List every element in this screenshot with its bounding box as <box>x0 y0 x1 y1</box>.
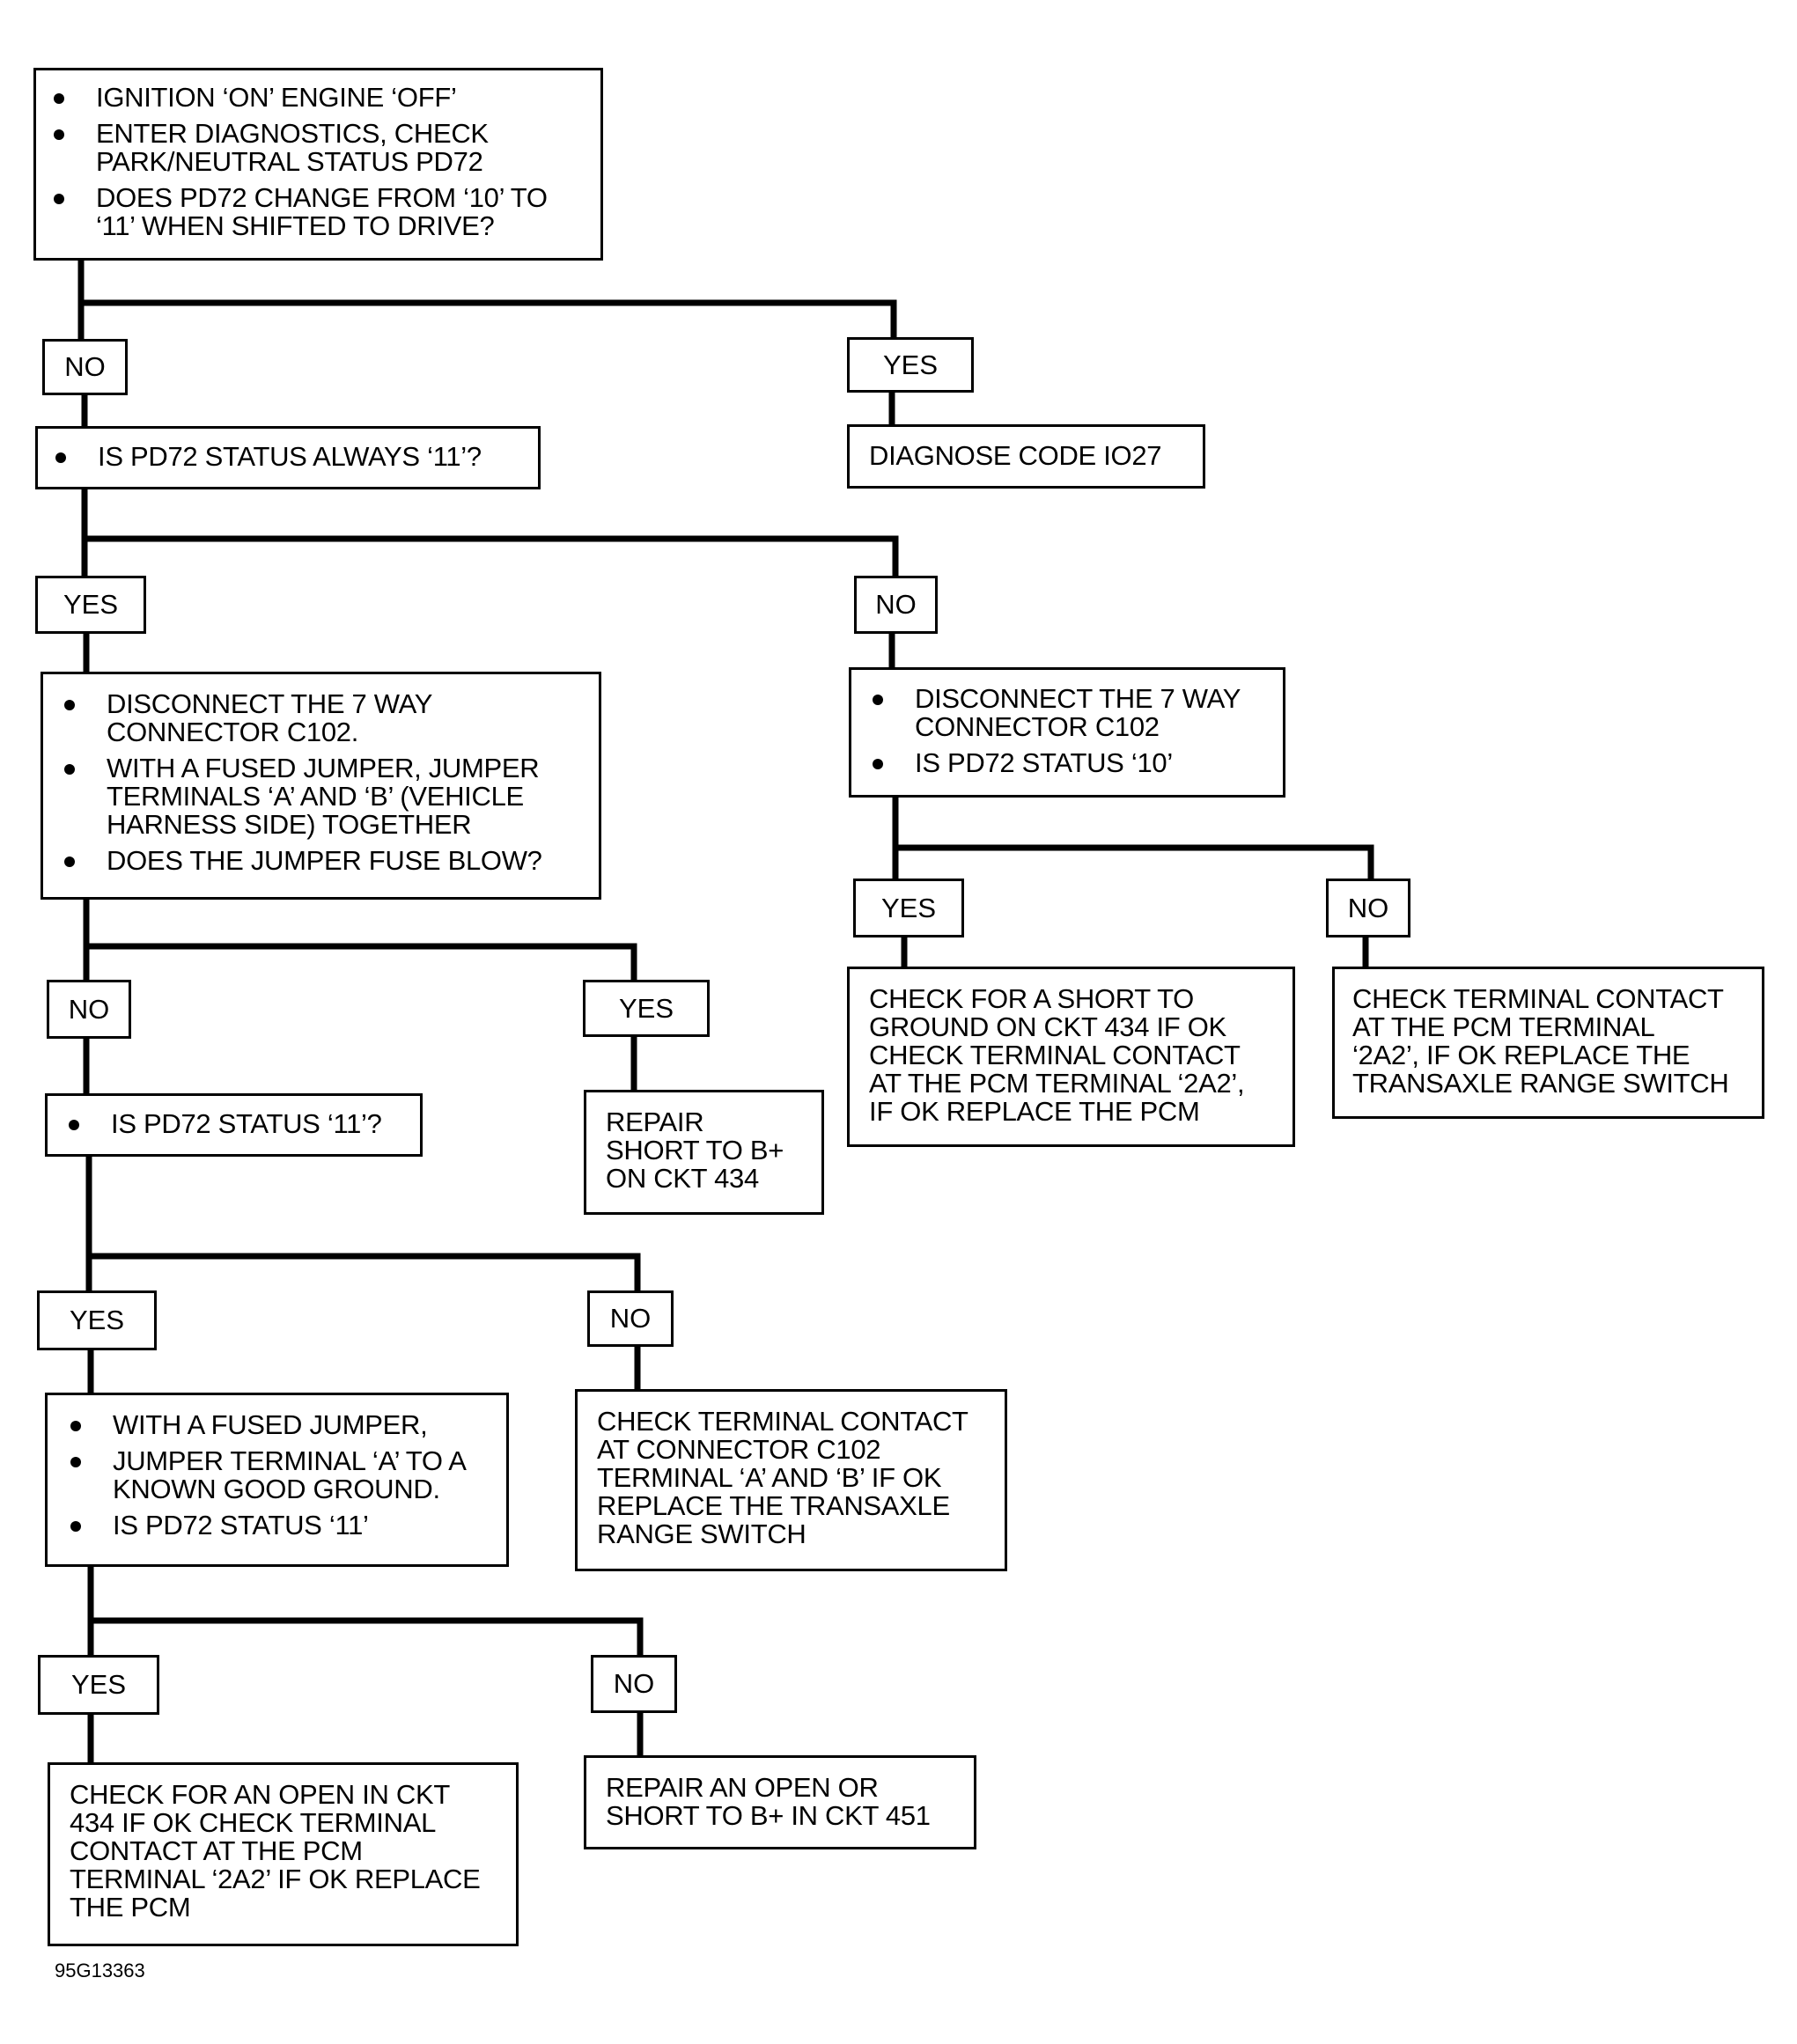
repair-short-box: REPAIR SHORT TO B+ ON CKT 434 <box>584 1090 824 1215</box>
diagnose-code-text: DIAGNOSE CODE IO27 <box>869 440 1162 471</box>
check-open-text: CHECK FOR AN OPEN IN CKT 434 IF OK CHECK… <box>70 1779 481 1923</box>
short-to-ground-box: CHECK FOR A SHORT TO GROUND ON CKT 434 I… <box>847 967 1295 1147</box>
disconnect-no-label: NO <box>1326 879 1410 937</box>
start-checks-box: IGNITION ‘ON’ ENGINE ‘OFF’ ENTER DIAGNOS… <box>33 68 603 261</box>
always-11-question: IS PD72 STATUS ALWAYS ‘11’? <box>38 443 529 471</box>
fuse-yes-label: YES <box>583 980 710 1037</box>
check-c102-box: CHECK TERMINAL CONTACT AT CONNECTOR C102… <box>575 1389 1007 1571</box>
jumper-test-box: DISCONNECT THE 7 WAY CONNECTOR C102. WIT… <box>41 672 601 900</box>
start-step-1: IGNITION ‘ON’ ENGINE ‘OFF’ <box>36 84 590 112</box>
start-yes-label: YES <box>847 337 974 393</box>
jumper-step-3: DOES THE JUMPER FUSE BLOW? <box>47 847 590 875</box>
ground-step-2: JUMPER TERMINAL ‘A’ TO A KNOWN GOOD GROU… <box>53 1447 501 1504</box>
always-11-no-label: NO <box>854 576 938 634</box>
always-11-question-box: IS PD72 STATUS ALWAYS ‘11’? <box>35 426 541 489</box>
always-11-yes-label: YES <box>35 576 146 634</box>
ground-no-label: NO <box>591 1655 677 1713</box>
start-step-2: ENTER DIAGNOSTICS, CHECK PARK/NEUTRAL ST… <box>36 120 590 176</box>
disconnect-test-box: DISCONNECT THE 7 WAY CONNECTOR C102 IS P… <box>849 667 1285 798</box>
fuse-no-label: NO <box>47 980 131 1039</box>
status-11-no-label: NO <box>587 1290 674 1347</box>
ground-yes-label: YES <box>38 1655 159 1715</box>
status-11-yes-label: YES <box>37 1290 157 1350</box>
figure-id: 95G13363 <box>55 1959 145 1982</box>
disconnect-yes-label: YES <box>853 879 964 937</box>
jumper-step-2: WITH A FUSED JUMPER, JUMPER TERMINALS ‘A… <box>47 754 590 839</box>
ground-step-1: WITH A FUSED JUMPER, <box>53 1411 501 1439</box>
check-c102-text: CHECK TERMINAL CONTACT AT CONNECTOR C102… <box>597 1406 968 1549</box>
jumper-step-1: DISCONNECT THE 7 WAY CONNECTOR C102. <box>47 690 590 746</box>
disconnect-step-1: DISCONNECT THE 7 WAY CONNECTOR C102 <box>855 685 1276 741</box>
repair-short-text: REPAIR SHORT TO B+ ON CKT 434 <box>606 1107 784 1194</box>
ground-step-3: IS PD72 STATUS ‘11’ <box>53 1511 501 1540</box>
diagnose-code-box: DIAGNOSE CODE IO27 <box>847 424 1205 489</box>
check-pcm-terminal-box: CHECK TERMINAL CONTACT AT THE PCM TERMIN… <box>1332 967 1764 1119</box>
repair-open-box: REPAIR AN OPEN OR SHORT TO B+ IN CKT 451 <box>584 1755 976 1849</box>
start-no-label: NO <box>42 339 128 395</box>
short-to-ground-text: CHECK FOR A SHORT TO GROUND ON CKT 434 I… <box>869 983 1245 1127</box>
start-checks-list: IGNITION ‘ON’ ENGINE ‘OFF’ ENTER DIAGNOS… <box>36 84 590 240</box>
disconnect-step-2: IS PD72 STATUS ‘10’ <box>855 749 1276 777</box>
start-step-3: DOES PD72 CHANGE FROM ‘10’ TO ‘11’ WHEN … <box>36 184 590 240</box>
status-11-question: IS PD72 STATUS ‘11’? <box>51 1110 411 1138</box>
repair-open-text: REPAIR AN OPEN OR SHORT TO B+ IN CKT 451 <box>606 1772 931 1831</box>
check-pcm-terminal-text: CHECK TERMINAL CONTACT AT THE PCM TERMIN… <box>1352 983 1729 1099</box>
status-11-question-box: IS PD72 STATUS ‘11’? <box>45 1093 423 1157</box>
check-open-box: CHECK FOR AN OPEN IN CKT 434 IF OK CHECK… <box>48 1762 519 1946</box>
ground-test-box: WITH A FUSED JUMPER, JUMPER TERMINAL ‘A’… <box>45 1393 509 1567</box>
